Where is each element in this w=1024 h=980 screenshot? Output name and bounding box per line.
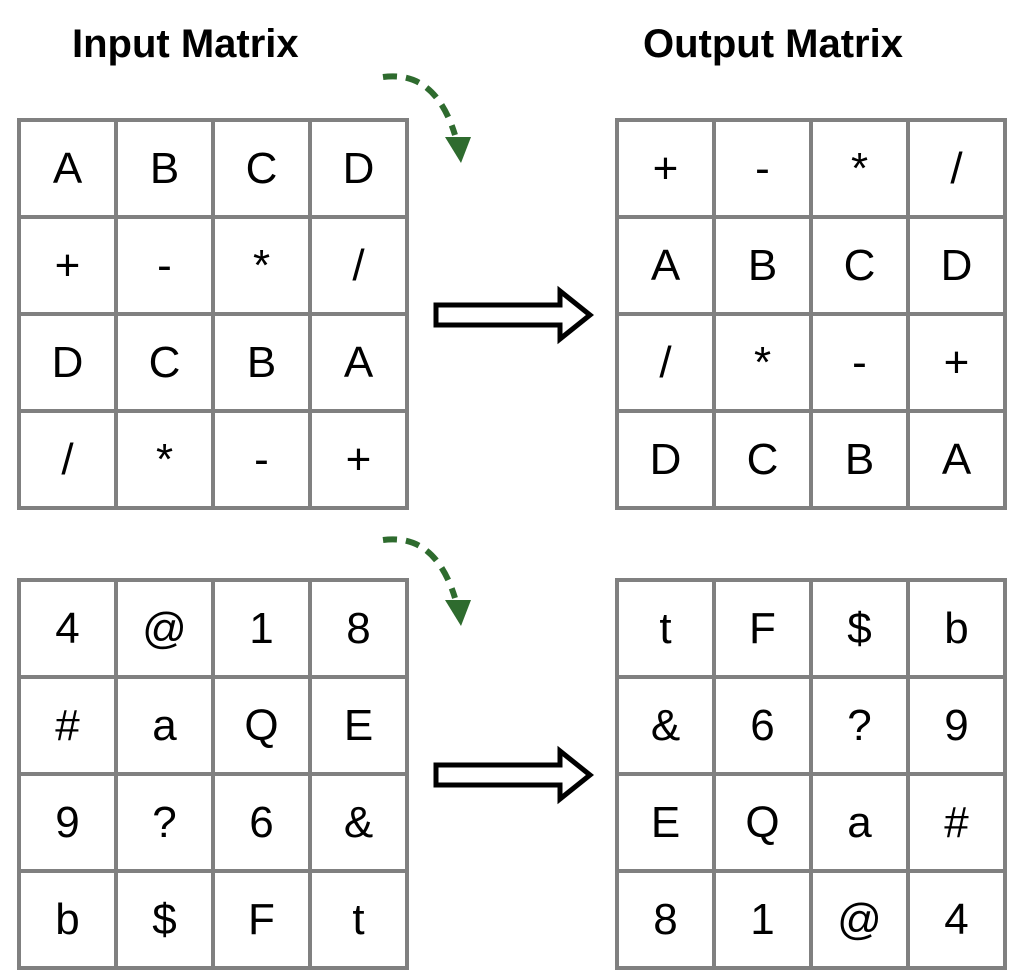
matrix-cell: B [114, 118, 215, 219]
matrix-cell: / [17, 409, 118, 510]
matrix-cell: b [17, 869, 118, 970]
matrix-cell: 9 [906, 675, 1007, 776]
matrix-cell: E [308, 675, 409, 776]
matrix-cell: / [906, 118, 1007, 219]
matrix-cell: - [809, 312, 910, 413]
matrix-cell: 8 [615, 869, 716, 970]
matrix-cell: A [906, 409, 1007, 510]
matrix-cell: B [809, 409, 910, 510]
matrix-cell: - [114, 215, 215, 316]
matrix-cell: C [114, 312, 215, 413]
matrix-cell: & [615, 675, 716, 776]
matrix-cell: @ [809, 869, 910, 970]
matrix-cell: 1 [712, 869, 813, 970]
matrix-cell: + [615, 118, 716, 219]
matrix-cell: $ [114, 869, 215, 970]
matrix-cell: D [906, 215, 1007, 316]
matrix-cell: A [615, 215, 716, 316]
matrix-cell: 8 [308, 578, 409, 679]
matrix-cell: D [17, 312, 118, 413]
matrix-cell: 6 [211, 772, 312, 873]
matrix-cell: + [308, 409, 409, 510]
matrix-cell: A [308, 312, 409, 413]
matrix-row: /*-+ [17, 409, 409, 510]
matrix-cell: F [712, 578, 813, 679]
matrix-row: +-*/ [17, 215, 409, 316]
matrix-cell: a [809, 772, 910, 873]
matrix-cell: Q [712, 772, 813, 873]
curved-dashed-arrow-icon [382, 536, 471, 626]
matrix-cell: * [809, 118, 910, 219]
matrix-cell: # [17, 675, 118, 776]
matrix-cell: * [211, 215, 312, 316]
matrix-cell: D [615, 409, 716, 510]
matrix-cell: - [712, 118, 813, 219]
matrix-cell: $ [809, 578, 910, 679]
matrix-cell: E [615, 772, 716, 873]
curved-dashed-arrow-icon [382, 73, 471, 163]
matrix-cell: t [308, 869, 409, 970]
matrix-cell: B [712, 215, 813, 316]
matrix-cell: / [615, 312, 716, 413]
matrix-cell: ? [809, 675, 910, 776]
input-matrix-title: Input Matrix [72, 22, 299, 66]
transform-arrow-icon [433, 745, 595, 805]
matrix-cell: 6 [712, 675, 813, 776]
matrix-cell: C [211, 118, 312, 219]
matrix-cell: # [906, 772, 1007, 873]
matrix-cell: + [17, 215, 118, 316]
matrix-cell: - [211, 409, 312, 510]
transform-arrow-icon [433, 285, 595, 345]
matrix-cell: C [809, 215, 910, 316]
matrix-cell: 4 [17, 578, 118, 679]
matrix-cell: * [712, 312, 813, 413]
matrix-cell: a [114, 675, 215, 776]
matrix-cell: + [906, 312, 1007, 413]
matrix-row: &6?9 [615, 675, 1007, 776]
matrix-cell: & [308, 772, 409, 873]
matrix-cell: D [308, 118, 409, 219]
matrix-row: +-*/ [615, 118, 1007, 219]
output-matrix-title: Output Matrix [643, 22, 903, 66]
matrix-cell: ? [114, 772, 215, 873]
matrix-cell: A [17, 118, 118, 219]
matrix-cell: @ [114, 578, 215, 679]
matrix-cell: t [615, 578, 716, 679]
matrix-cell: F [211, 869, 312, 970]
matrix-cell: B [211, 312, 312, 413]
matrix-cell: 1 [211, 578, 312, 679]
matrix-row: 9?6& [17, 772, 409, 873]
matrix-row: /*-+ [615, 312, 1007, 413]
matrix-cell: * [114, 409, 215, 510]
matrix-cell: 9 [17, 772, 118, 873]
matrix-cell: C [712, 409, 813, 510]
matrix-cell: / [308, 215, 409, 316]
matrix-cell: Q [211, 675, 312, 776]
matrix-cell: 4 [906, 869, 1007, 970]
matrix-cell: b [906, 578, 1007, 679]
